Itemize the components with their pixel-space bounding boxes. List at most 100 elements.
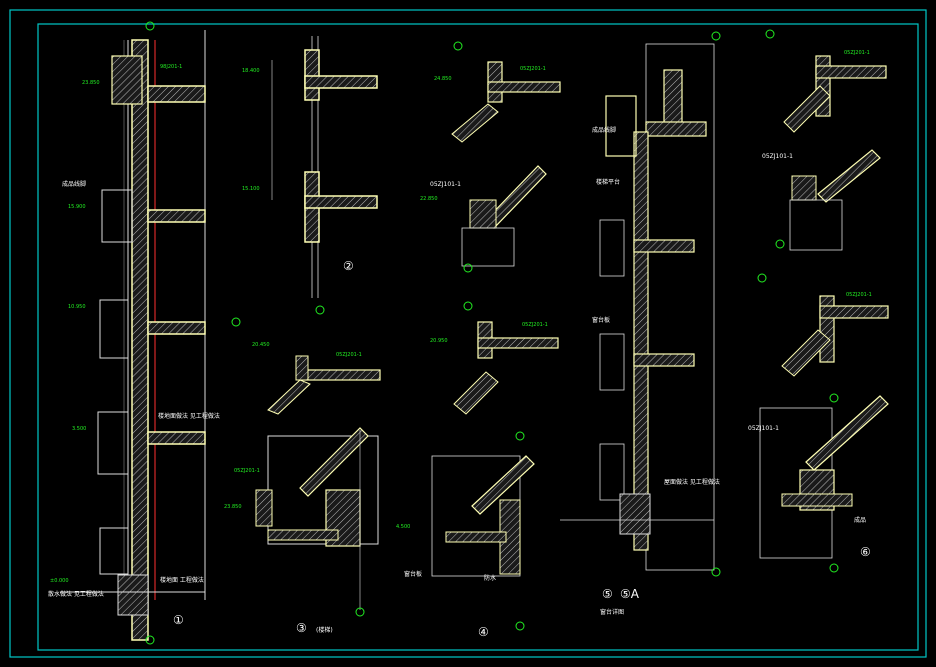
elevation-label: 20.450 [252, 342, 270, 348]
note-label: 成品线脚 [592, 126, 616, 134]
reference-label: 05ZJ201-1 [234, 468, 260, 474]
axis-bubble [757, 273, 767, 283]
eave-slope [453, 371, 499, 415]
footing [117, 574, 149, 616]
detail-3: 20.450 05ZJ201-1 05ZJ201-1 23.850 ③ (楼梯) [224, 317, 381, 635]
landing-slab [299, 369, 381, 381]
axis-bubble [711, 31, 721, 41]
detail-alt-number: ⑤A [620, 587, 640, 601]
axis-bubble [463, 263, 473, 273]
window [99, 527, 129, 575]
detail-6: 05ZJ201-1 05ZJ101-1 05ZJ201-1 05ZJ101-1 … [748, 29, 889, 573]
wall-outline [789, 199, 843, 251]
detail-number: ④ [478, 625, 489, 639]
note-label: 楼梯平台 [596, 178, 620, 186]
window [599, 443, 625, 501]
roof-slope [817, 149, 881, 203]
reference-label: 05ZJ201-1 [336, 352, 362, 358]
detail-suffix: (楼梯) [316, 626, 333, 634]
note-label: 成品 [854, 516, 866, 524]
ledge [445, 531, 507, 543]
roof-slope [299, 427, 369, 497]
gutter [791, 175, 817, 201]
roof-slope [471, 455, 535, 515]
elevation-label: 20.950 [430, 338, 448, 344]
window [97, 411, 129, 475]
floor-slab [477, 337, 559, 349]
elevation-label: 4.500 [396, 524, 410, 530]
elevation-label: ±0.000 [50, 578, 69, 584]
axis-bubble [145, 635, 155, 645]
note-label: 楼地面 工程做法 [160, 576, 204, 584]
axis-bubble [515, 621, 525, 631]
parapet [663, 69, 683, 129]
detail-number: ③ [296, 621, 307, 635]
outer-frame [9, 9, 927, 658]
floor-slab [487, 81, 561, 93]
detail-caption: 窗台详图 [600, 608, 624, 616]
elevation-label: 18.400 [242, 68, 260, 74]
note-label: 散水做法 见工程做法 [48, 590, 104, 598]
reference-label: 05ZJ101-1 [430, 181, 461, 188]
soffit [267, 529, 339, 541]
eave-slope [451, 103, 499, 143]
gutter [255, 489, 273, 527]
elevation-label: 3.500 [72, 426, 86, 432]
floor-slab [147, 209, 206, 223]
wall-section [633, 131, 649, 551]
elevation-label: 24.850 [434, 76, 452, 82]
eave-slope [783, 85, 831, 133]
axis-bubble [231, 317, 241, 327]
axis-bubble [711, 567, 721, 577]
detail-2: 18.400 15.100 ② [242, 36, 378, 315]
roof-slope [805, 395, 889, 471]
axis-bubble [355, 607, 365, 617]
detail-number: ⑥ [860, 545, 871, 559]
reference-label: 05ZJ201-1 [522, 322, 548, 328]
reference-label: 05ZJ101-1 [762, 153, 793, 160]
reference-label: 05ZJ101-1 [748, 425, 779, 432]
axis-bubble [145, 21, 155, 31]
elevation-label: 23.850 [224, 504, 242, 510]
beam-frame [267, 435, 379, 545]
cornice [605, 95, 637, 157]
beam [469, 199, 497, 229]
elevation-label: 15.900 [68, 204, 86, 210]
reference-label: 05ZJ201-1 [520, 66, 546, 72]
stringer [295, 355, 309, 381]
inner-frame [37, 23, 919, 651]
axis-bubble [515, 431, 525, 441]
floor-slab [633, 239, 695, 253]
floor-slab [147, 321, 206, 335]
window [599, 333, 625, 391]
note-label: 窗台板 [404, 570, 422, 578]
reference-label: 98J201-1 [160, 64, 182, 70]
wall-section [304, 49, 320, 101]
axis-bubble [315, 305, 325, 315]
wall-section [131, 39, 149, 641]
note-label: 楼地面做法 见工程做法 [158, 412, 220, 420]
axis-bubble [829, 563, 839, 573]
note-label: 窗台板 [592, 316, 610, 324]
elevation-label: 23.850 [82, 80, 100, 86]
floor-slab [815, 65, 887, 79]
elevation-label: 22.850 [420, 196, 438, 202]
detail-number: ⑤ [602, 587, 613, 601]
window [99, 299, 129, 359]
floor-slab [304, 195, 378, 209]
note-label: 成品线脚 [62, 180, 86, 188]
axis-bubble [775, 239, 785, 249]
cornice [101, 189, 133, 243]
reference-label: 05ZJ201-1 [846, 292, 872, 298]
stair-flight [267, 379, 311, 415]
reference-label: 05ZJ201-1 [844, 50, 870, 56]
detail-1: 23.850 15.900 10.950 3.500 ±0.000 98J201… [48, 21, 220, 645]
elevation-label: 15.100 [242, 186, 260, 192]
roof-slab [645, 121, 707, 137]
axis-bubble [463, 301, 473, 311]
detail-5: 成品线脚 楼梯平台 窗台板 屋面做法 见工程做法 ⑤ ⑤A 窗台详图 [560, 31, 721, 616]
axis-bubble [765, 29, 775, 39]
footing [619, 493, 651, 535]
floor-slab [304, 75, 378, 89]
